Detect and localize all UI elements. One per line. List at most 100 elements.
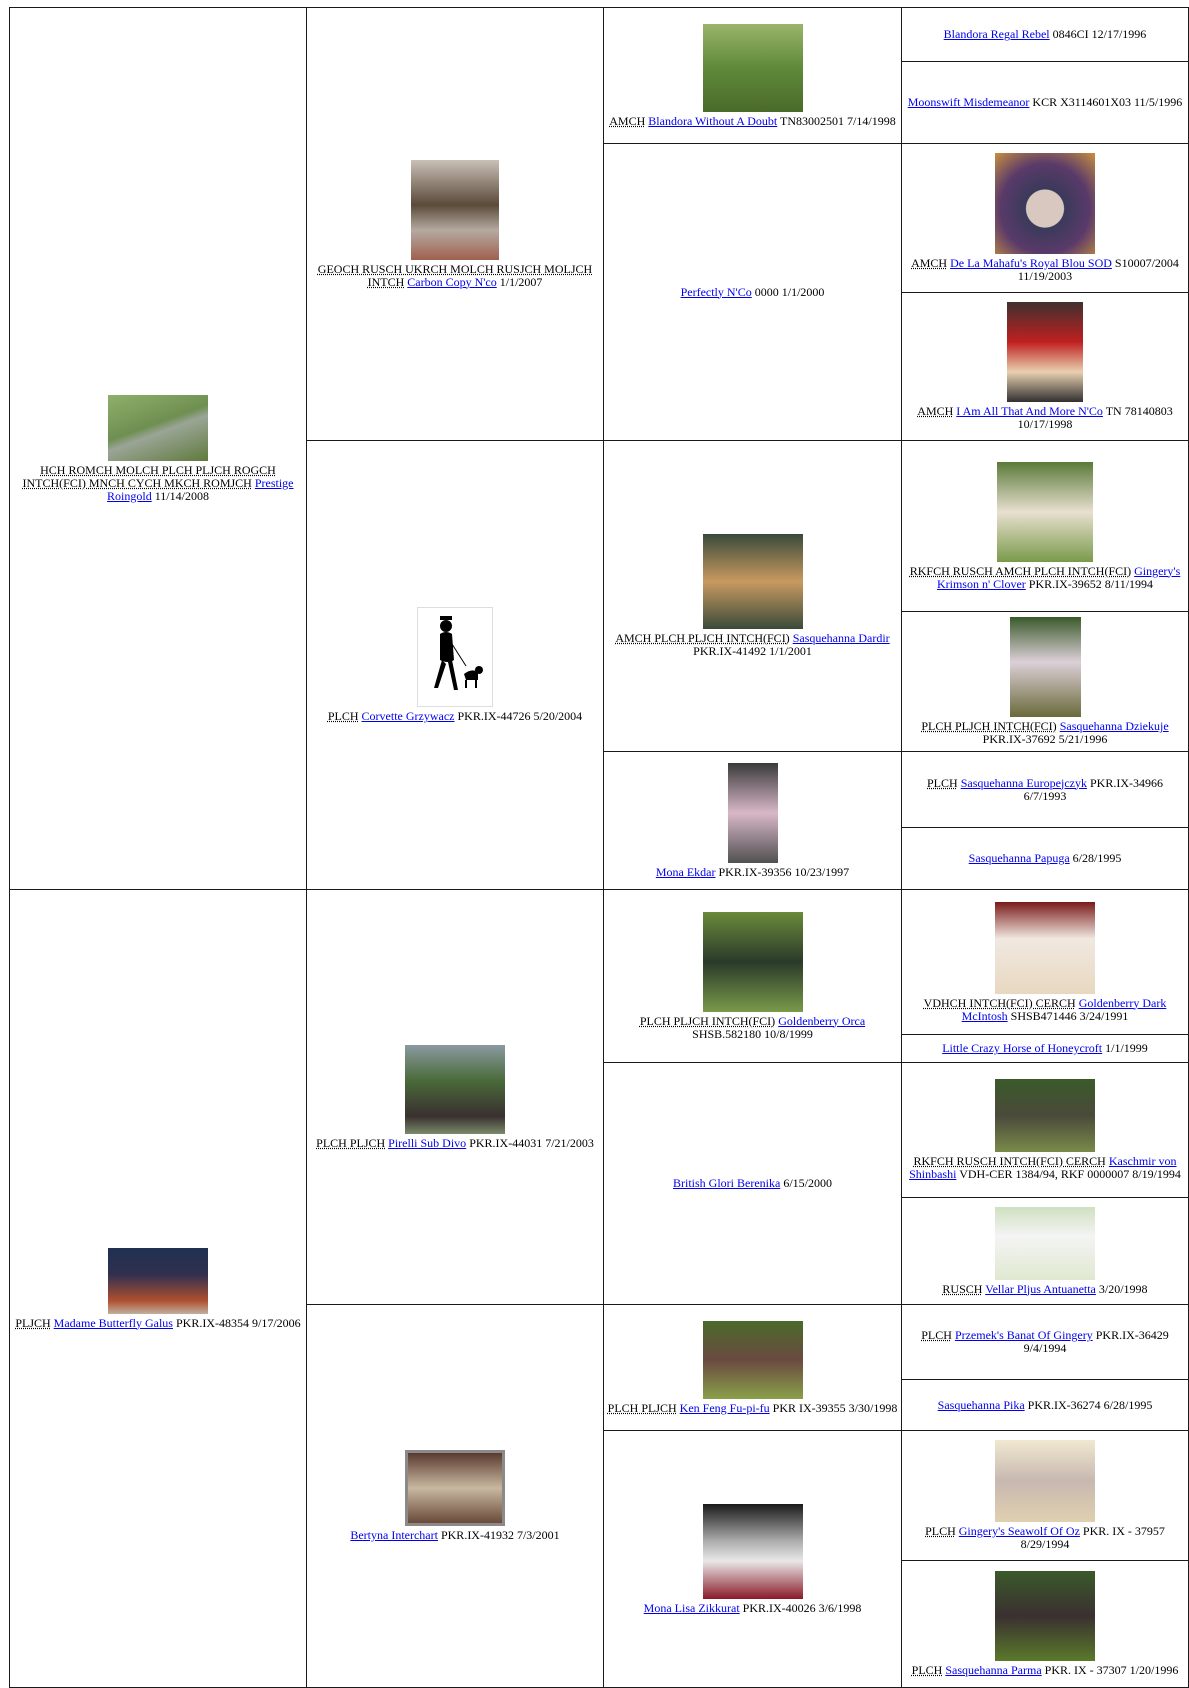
dog-photo[interactable] bbox=[997, 461, 1093, 562]
dog-info: 0846CI 12/17/1996 bbox=[1052, 27, 1147, 41]
titles: PLCH bbox=[921, 1328, 952, 1342]
pedigree-cell: GEOCH RUSCH UKRCH MOLCH RUSJCH MOLJCH IN… bbox=[306, 7, 604, 441]
pedigree-cell: RUSCH Vellar Pljus Antuanetta 3/20/1998 bbox=[901, 1197, 1189, 1305]
dog-photo[interactable] bbox=[995, 153, 1095, 254]
dog-info: PKR.IX-39356 10/23/1997 bbox=[718, 864, 850, 879]
dog-link[interactable]: Przemek's Banat Of Gingery bbox=[954, 1328, 1093, 1342]
dog-link[interactable]: Corvette Grzywacz bbox=[361, 709, 455, 723]
titles: PLCH PLJCH INTCH(FCI) bbox=[921, 719, 1057, 733]
dog-info: PKR IX-39355 3/30/1998 bbox=[772, 1400, 898, 1415]
dog-photo[interactable] bbox=[405, 1450, 505, 1526]
dog-info: PKR.IX-37692 5/21/1996 bbox=[982, 732, 1108, 746]
dog-info: 0000 1/1/2000 bbox=[754, 284, 825, 299]
dog-photo[interactable] bbox=[411, 159, 499, 260]
pedigree-cell: PLCH Corvette Grzywacz PKR.IX-44726 5/20… bbox=[306, 440, 604, 890]
dog-photo[interactable] bbox=[727, 762, 778, 863]
dog-link[interactable]: Moonswift Misdemeanor bbox=[907, 95, 1030, 109]
dog-photo[interactable] bbox=[995, 1571, 1095, 1661]
titles: PLCH bbox=[927, 775, 958, 790]
dog-link[interactable]: Goldenberry Dark McIntosh bbox=[961, 995, 1167, 1023]
dog-info: VDH-CER 1384/94, RKF 0000007 8/19/1994 bbox=[959, 1167, 1181, 1181]
dog-info: KCR X3114601X03 11/5/1996 bbox=[1032, 95, 1183, 109]
titles: PLCH bbox=[327, 709, 359, 723]
dog-photo[interactable] bbox=[702, 1503, 803, 1599]
dog-link[interactable]: Sasquehanna Parma bbox=[945, 1663, 1042, 1677]
dog-link[interactable]: Madame Butterfly Galus bbox=[53, 1315, 173, 1330]
dog-link[interactable]: Perfectly N'Co bbox=[680, 284, 752, 299]
dog-link[interactable]: Sasquehanna Dziekuje bbox=[1059, 719, 1169, 733]
dog-info: 11/14/2008 bbox=[154, 488, 209, 503]
dog-silhouette-icon bbox=[434, 616, 483, 690]
dog-photo[interactable] bbox=[417, 607, 493, 707]
pedigree-cell: British Glori Berenika 6/15/2000 bbox=[603, 1062, 902, 1305]
pedigree-cell: PLCH Przemek's Banat Of Gingery PKR.IX-3… bbox=[901, 1304, 1189, 1380]
dog-link[interactable]: I Am All That And More N'Co bbox=[956, 404, 1103, 418]
dog-link[interactable]: Mona Lisa Zikkurat bbox=[643, 1600, 740, 1615]
titles: PLCH bbox=[911, 1663, 943, 1677]
pedigree-table: HCH ROMCH MOLCH PLCH PLJCH ROGCH INTCH(F… bbox=[9, 7, 1189, 1688]
pedigree-cell: Bertyna Interchart PKR.IX-41932 7/3/2001 bbox=[306, 1304, 604, 1688]
dog-link[interactable]: Sasquehanna Pika bbox=[937, 1397, 1025, 1412]
dog-photo[interactable] bbox=[995, 1440, 1095, 1522]
dog-info: 3/20/1998 bbox=[1098, 1281, 1148, 1296]
titles: GEOCH RUSCH UKRCH MOLCH RUSJCH MOLJCH IN… bbox=[317, 261, 593, 289]
dog-info: PKR.IX-44726 5/20/2004 bbox=[457, 709, 583, 723]
dog-info: PKR.IX-40026 3/6/1998 bbox=[742, 1600, 862, 1615]
dog-link[interactable]: Mona Ekdar bbox=[655, 864, 716, 879]
dog-photo[interactable] bbox=[405, 1044, 505, 1134]
dog-link[interactable]: Vellar Pljus Antuanetta bbox=[985, 1281, 1096, 1296]
dog-photo[interactable] bbox=[1009, 617, 1081, 717]
dog-info: 6/15/2000 bbox=[783, 1176, 832, 1190]
dog-photo[interactable] bbox=[108, 394, 208, 461]
dog-photo[interactable] bbox=[702, 534, 803, 629]
titles: AMCH bbox=[911, 256, 948, 270]
dog-link[interactable]: Blandora Regal Rebel bbox=[943, 27, 1050, 41]
titles: PLCH PLJCH bbox=[607, 1400, 677, 1415]
pedigree-cell: HCH ROMCH MOLCH PLCH PLJCH ROGCH INTCH(F… bbox=[9, 7, 307, 890]
dog-link[interactable]: Goldenberry Orca bbox=[778, 1013, 866, 1028]
dog-link[interactable]: Blandora Without A Doubt bbox=[648, 113, 778, 128]
dog-photo[interactable] bbox=[995, 1206, 1095, 1280]
dog-link[interactable]: De La Mahafu's Royal Blou SOD bbox=[950, 256, 1112, 270]
dog-link[interactable]: Gingery's Seawolf Of Oz bbox=[958, 1524, 1080, 1538]
titles: PLJCH bbox=[15, 1315, 51, 1330]
dog-photo[interactable] bbox=[108, 1247, 208, 1314]
pedigree-cell: AMCH Blandora Without A Doubt TN83002501… bbox=[603, 7, 902, 144]
pedigree-cell: VDHCH INTCH(FCI) CERCH Goldenberry Dark … bbox=[901, 889, 1189, 1035]
dog-link[interactable]: British Glori Berenika bbox=[673, 1176, 781, 1190]
pedigree-cell: PLCH PLJCH Pirelli Sub Divo PKR.IX-44031… bbox=[306, 889, 604, 1305]
pedigree-cell: AMCH PLCH PLJCH INTCH(FCI) Sasquehanna D… bbox=[603, 440, 902, 752]
dog-photo[interactable] bbox=[1007, 302, 1083, 402]
dog-info: TN83002501 7/14/1998 bbox=[780, 113, 896, 128]
pedigree-cell: Mona Ekdar PKR.IX-39356 10/23/1997 bbox=[603, 751, 902, 890]
dog-link[interactable]: Sasquehanna Dardir bbox=[792, 631, 890, 645]
dog-photo[interactable] bbox=[702, 911, 803, 1012]
dog-link[interactable]: Sasquehanna Papuga bbox=[968, 851, 1070, 865]
dog-link[interactable]: Kaschmir von Shinbashi bbox=[909, 1154, 1177, 1181]
pedigree-cell: AMCH De La Mahafu's Royal Blou SOD S1000… bbox=[901, 143, 1189, 293]
dog-info: 1/1/2007 bbox=[499, 274, 543, 289]
dog-link[interactable]: Little Crazy Horse of Honeycroft bbox=[942, 1041, 1103, 1055]
dog-photo[interactable] bbox=[702, 1320, 803, 1399]
pedigree-cell: Little Crazy Horse of Honeycroft 1/1/199… bbox=[901, 1034, 1189, 1063]
dog-link[interactable]: Carbon Copy N'co bbox=[407, 274, 497, 289]
titles: RUSCH bbox=[942, 1281, 983, 1296]
dog-info: PKR.IX-39652 8/11/1994 bbox=[1028, 576, 1154, 591]
dog-photo[interactable] bbox=[995, 901, 1095, 994]
dog-info: PKR.IX-48354 9/17/2006 bbox=[175, 1315, 301, 1330]
dog-photo[interactable] bbox=[995, 1079, 1095, 1152]
dog-info: PKR.IX-44031 7/21/2003 bbox=[469, 1135, 594, 1150]
dog-link[interactable]: Prestige Roingold bbox=[107, 475, 294, 503]
dog-link[interactable]: Pirelli Sub Divo bbox=[388, 1135, 467, 1150]
dog-link[interactable]: Ken Feng Fu-pi-fu bbox=[679, 1400, 770, 1415]
pedigree-cell: Sasquehanna Papuga 6/28/1995 bbox=[901, 827, 1189, 890]
titles: RKFCH RUSCH AMCH PLCH INTCH(FCI) bbox=[909, 563, 1132, 578]
titles: PLCH bbox=[925, 1524, 956, 1538]
titles: RKFCH RUSCH INTCH(FCI) CERCH bbox=[913, 1154, 1106, 1168]
pedigree-cell: PLCH Gingery's Seawolf Of Oz PKR. IX - 3… bbox=[901, 1430, 1189, 1561]
dog-photo[interactable] bbox=[702, 23, 803, 112]
dog-link[interactable]: Gingery's Krimson n' Clover bbox=[936, 563, 1181, 591]
titles: HCH ROMCH MOLCH PLCH PLJCH ROGCH INTCH(F… bbox=[22, 462, 276, 490]
dog-link[interactable]: Bertyna Interchart bbox=[350, 1528, 438, 1542]
dog-link[interactable]: Sasquehanna Europejczyk bbox=[960, 775, 1087, 790]
